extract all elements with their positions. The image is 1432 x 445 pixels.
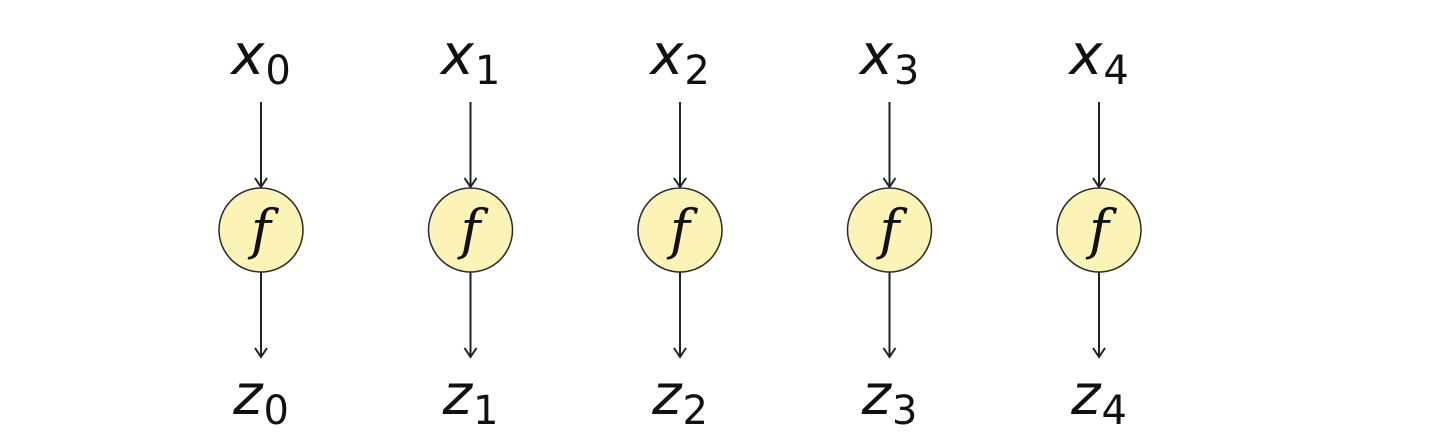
- function-label-4: f: [1089, 198, 1109, 261]
- input-symbol: x: [1069, 23, 1103, 88]
- function-label-3: f: [879, 198, 900, 261]
- input-subscript: 0: [265, 48, 291, 94]
- output-label-0: z0: [233, 368, 289, 434]
- input-symbol: x: [231, 23, 265, 88]
- input-label-1: x1: [441, 28, 501, 94]
- output-subscript: 1: [472, 388, 499, 434]
- function-node-4: [1056, 187, 1142, 273]
- input-label-0: x0: [231, 28, 291, 94]
- output-symbol: z: [442, 363, 472, 428]
- function-label-0: f: [251, 198, 271, 261]
- output-label-2: z2: [652, 368, 708, 434]
- input-subscript: 1: [474, 48, 501, 94]
- output-label-4: z4: [1071, 368, 1127, 434]
- input-label-4: x4: [1069, 28, 1129, 94]
- input-symbol: x: [650, 23, 684, 88]
- output-subscript: 4: [1101, 388, 1127, 434]
- output-symbol: z: [1071, 363, 1101, 428]
- output-symbol: z: [652, 363, 682, 428]
- output-subscript: 2: [682, 388, 708, 434]
- function-node-2: [637, 187, 723, 273]
- function-label-2: f: [670, 198, 690, 261]
- function-node-0: [218, 187, 304, 273]
- function-node-3: [846, 187, 933, 273]
- function-label-1: f: [460, 198, 481, 261]
- function-node-1: [427, 187, 514, 273]
- output-label-3: z3: [862, 368, 918, 434]
- input-symbol: x: [440, 23, 474, 88]
- output-subscript: 0: [263, 388, 289, 434]
- output-subscript: 3: [891, 388, 918, 434]
- input-symbol: x: [859, 23, 893, 88]
- input-subscript: 4: [1103, 48, 1129, 94]
- output-label-1: z1: [443, 368, 499, 434]
- output-symbol: z: [233, 363, 263, 428]
- input-subscript: 2: [684, 48, 710, 94]
- input-label-2: x2: [650, 28, 710, 94]
- input-subscript: 3: [893, 48, 920, 94]
- output-symbol: z: [861, 363, 891, 428]
- input-label-3: x3: [860, 28, 920, 94]
